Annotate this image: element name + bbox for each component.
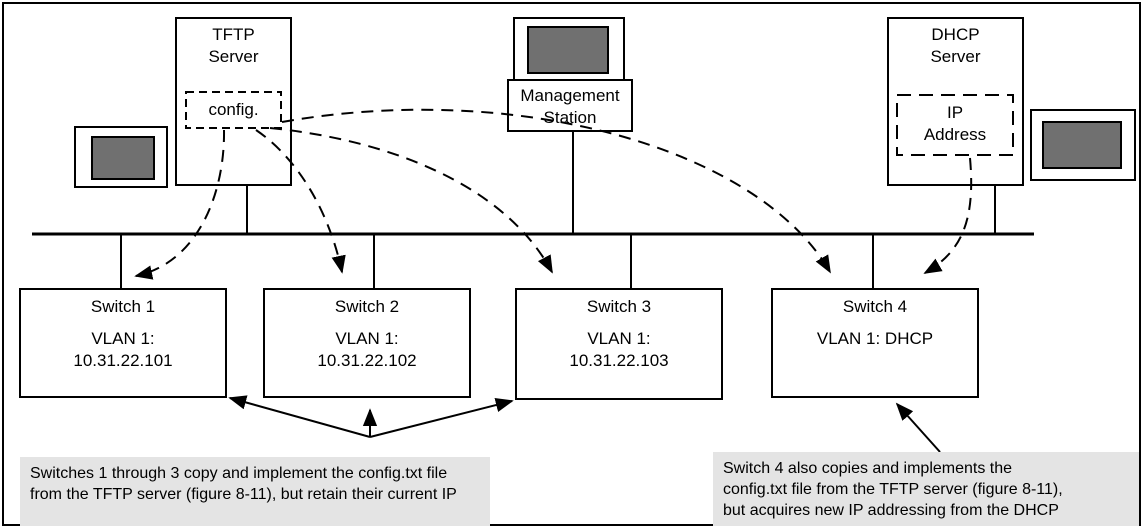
switch-4-label: Switch 4 VLAN 1: DHCP (772, 296, 978, 350)
dhcp-server-box (887, 17, 1024, 186)
dhcp-ip-address-label: IP Address (923, 103, 987, 144)
arrow-config-to-switch-1 (134, 129, 226, 280)
config-distribution-arrows (134, 108, 973, 280)
bus-connections (120, 131, 996, 289)
dhcp-server-title: DHCP Server (930, 25, 981, 66)
switch-ip: 10.31.22.101 (73, 351, 173, 370)
switch-name: Switch 2 (334, 297, 400, 316)
switch-name: Switch 3 (586, 297, 652, 316)
management-station-label: Management Station (520, 86, 620, 127)
switch-2-box (263, 288, 471, 398)
workstation-left-icon (74, 126, 168, 188)
caption-pointer-arrows (228, 395, 941, 453)
caption-switches-1-3: Switches 1 through 3 copy and implement … (20, 457, 490, 526)
arrow-config-to-switch-4 (281, 108, 831, 274)
tftp-server-box (175, 17, 292, 186)
tftp-server-title: TFTP Server (208, 25, 259, 66)
switch-vlan: VLAN 1: (335, 329, 399, 348)
arrow-config-to-switch-2 (255, 129, 346, 274)
workstation-right-icon (1030, 109, 1136, 181)
switch-vlan: VLAN 1: DHCP (816, 329, 934, 348)
switch-vlan: VLAN 1: (91, 329, 155, 348)
arrow-config-to-switch-3 (269, 127, 553, 274)
switch-ip: 10.31.22.102 (317, 351, 417, 370)
switch-ip: 10.31.22.103 (569, 351, 669, 370)
switch-name: Switch 4 (842, 297, 908, 316)
switch-1-box (19, 288, 227, 398)
tftp-config-label: config. (208, 100, 259, 119)
dhcp-ip-address-box (896, 94, 1014, 156)
arrow-dhcp-to-switch-4 (923, 157, 973, 274)
switch-3-box (515, 288, 723, 400)
management-station-box (507, 79, 633, 132)
switch-2-label: Switch 2 VLAN 1: 10.31.22.102 (264, 296, 470, 372)
switch-vlan: VLAN 1: (587, 329, 651, 348)
management-station-monitor-icon (513, 17, 625, 81)
switch-4-box (771, 288, 979, 398)
switch-1-label: Switch 1 VLAN 1: 10.31.22.101 (20, 296, 226, 372)
switch-3-label: Switch 3 VLAN 1: 10.31.22.103 (516, 296, 722, 372)
caption-switch-4: Switch 4 also copies and implements the … (713, 452, 1139, 526)
switch-name: Switch 1 (90, 297, 156, 316)
